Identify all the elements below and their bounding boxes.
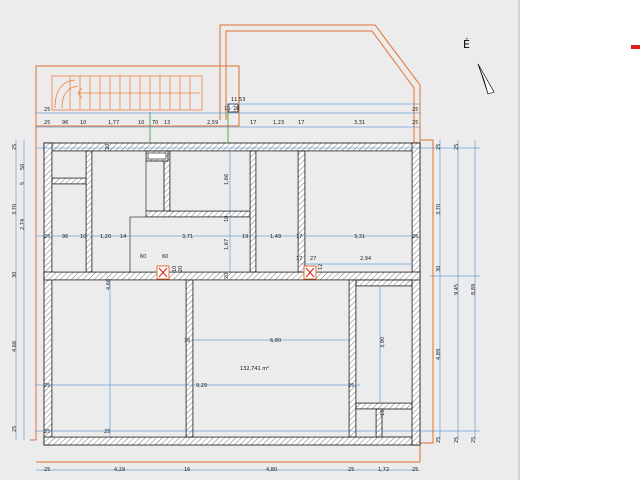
dim-label: 25 <box>471 437 477 443</box>
dim-label: 60 <box>162 254 168 260</box>
dim-label: 25 <box>44 234 50 240</box>
dimension-lines <box>15 103 480 471</box>
dim-label: 3,71 <box>182 234 193 240</box>
blank-paper-area <box>520 0 640 480</box>
dim-label: 27 <box>310 256 316 262</box>
dim-label: 3,31 <box>354 234 365 240</box>
dim-label: 5 <box>20 182 26 185</box>
dim-label: 25 <box>44 107 50 113</box>
room-area-label: 132,741 m² <box>240 366 269 372</box>
dim-label: 25 <box>412 120 418 126</box>
dim-label: 6,80 <box>270 338 281 344</box>
dim-label: 13 <box>164 120 170 126</box>
dim-label: 20 <box>224 273 230 279</box>
dim-label: 1,66 <box>224 174 230 185</box>
dim-label: 16 <box>184 338 190 344</box>
dim-label: 15 <box>380 410 386 416</box>
dim-label: 4,29 <box>114 467 125 473</box>
dim-label: 25 <box>412 107 418 113</box>
dim-label: 96 <box>62 120 68 126</box>
dim-label: 2,94 <box>360 256 371 262</box>
dim-label: 30 <box>436 266 442 272</box>
dim-label: 11,53 <box>231 97 245 103</box>
dim-label: 25 <box>348 467 354 473</box>
dim-label: 2,74 <box>20 219 26 230</box>
rooms <box>51 150 413 438</box>
dim-label: 25 <box>44 383 50 389</box>
dim-label: 10 <box>80 120 86 126</box>
dimension-labels: 11,53 10 20 25 25 25 96 10 1,77 10 70 13… <box>12 97 477 473</box>
dim-label: 4,89 <box>436 349 442 360</box>
dim-label: 1,72 <box>378 467 389 473</box>
dim-label: 1,77 <box>108 120 119 126</box>
dim-label: 25 <box>412 234 418 240</box>
red-marker <box>631 45 640 49</box>
dim-label: 14 <box>120 234 126 240</box>
dim-label: 25 <box>44 120 50 126</box>
dim-label: 30 <box>12 272 18 278</box>
dim-label: 3,90 <box>380 337 386 348</box>
wall-outer <box>43 142 421 446</box>
dim-label: 3,70 <box>436 204 442 215</box>
dim-label: 4,80 <box>266 467 277 473</box>
dim-label: 20 <box>233 106 239 112</box>
dim-label: 25 <box>436 144 442 150</box>
dim-label: 17 <box>298 120 304 126</box>
dim-label: 2,59 <box>207 120 218 126</box>
dim-label: 96 <box>62 234 68 240</box>
dim-label: 25 <box>454 144 460 150</box>
dim-label: 17 <box>296 234 302 240</box>
dim-label: 9,45 <box>454 284 460 295</box>
dim-label: 3,31 <box>354 120 365 126</box>
dim-label: 17 <box>250 120 256 126</box>
dim-label: 10 <box>224 106 230 112</box>
chimney-markers <box>156 265 317 280</box>
dim-label: 1,20 <box>100 234 111 240</box>
dim-label: 1,49 <box>270 234 281 240</box>
dim-label: 9,29 <box>196 383 207 389</box>
dim-label: 25 <box>44 467 50 473</box>
dim-label: 25 <box>454 437 460 443</box>
dim-label: 25 <box>104 429 110 435</box>
dim-label: 19 <box>242 234 248 240</box>
dim-label: 12 <box>318 264 324 270</box>
dim-label: 25 <box>12 144 18 150</box>
dim-label: 25 <box>348 383 354 389</box>
dim-label: 1,23 <box>273 120 284 126</box>
dim-label: 50 <box>20 164 26 170</box>
dim-label: 25 <box>412 467 418 473</box>
dim-label: 10 <box>172 266 178 272</box>
stair-block <box>51 75 203 111</box>
north-arrow-icon <box>477 63 495 95</box>
dim-label: 10 <box>224 216 230 222</box>
dim-label: 10 <box>80 234 86 240</box>
dim-label: 70 <box>152 120 158 126</box>
dim-label: 25 <box>44 429 50 435</box>
dim-label: 20 <box>105 144 111 150</box>
dim-label: 16 <box>184 467 190 473</box>
dim-label: 3,70 <box>12 204 18 215</box>
dim-label: 1,67 <box>224 239 230 250</box>
niche <box>147 152 167 160</box>
dim-label: 4,66 <box>106 279 112 290</box>
dim-label: 17 <box>296 256 302 262</box>
north-letter: É <box>463 38 470 51</box>
dim-label: 20 <box>178 266 184 272</box>
dim-label: 10 <box>138 120 144 126</box>
dim-label: 25 <box>12 426 18 432</box>
dim-label: 60 <box>140 254 146 260</box>
dim-label: 4,66 <box>12 341 18 352</box>
dim-label: 8,89 <box>471 284 477 295</box>
dim-label: 25 <box>436 437 442 443</box>
